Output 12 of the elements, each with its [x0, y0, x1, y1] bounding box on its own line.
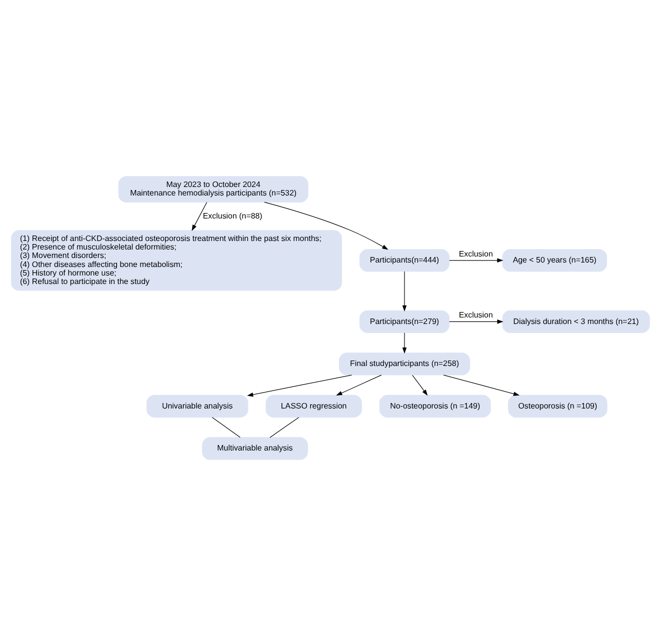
connector — [212, 416, 240, 438]
arrow — [412, 374, 428, 396]
arrow — [449, 319, 504, 324]
arrow — [247, 374, 352, 396]
connector — [270, 416, 300, 438]
arrow — [264, 201, 388, 250]
arrow — [443, 374, 520, 396]
arrow — [402, 270, 407, 311]
arrow — [192, 201, 208, 230]
arrow — [336, 374, 382, 396]
arrow — [402, 332, 407, 354]
arrow — [449, 258, 504, 262]
